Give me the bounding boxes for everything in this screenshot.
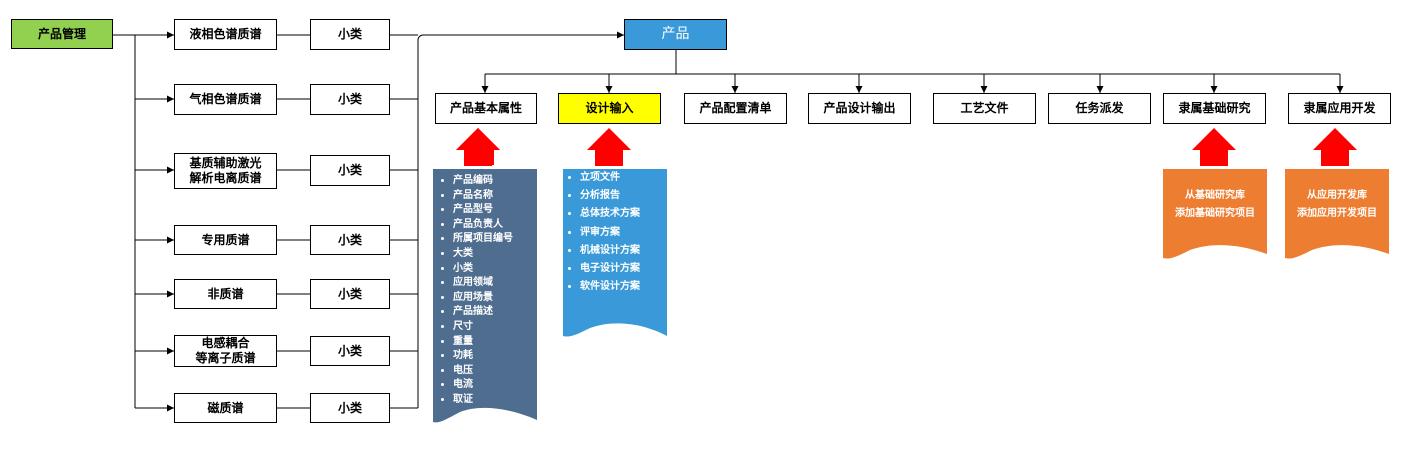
list-item: 产品编码 (453, 174, 513, 189)
app-dev-document-shape (1285, 169, 1389, 259)
list-item: 立项文件 (580, 169, 640, 187)
product-node[interactable]: 产品 (624, 19, 727, 50)
list-item: 机械设计方案 (580, 242, 640, 260)
category-magnetic-ms[interactable]: 磁质谱 (174, 393, 277, 423)
up-arrow-icon (587, 128, 631, 166)
module-design-output[interactable]: 产品设计输出 (808, 93, 911, 124)
list-item: 产品描述 (453, 305, 513, 320)
design-input-document-shape (563, 169, 667, 337)
list-item: 大类 (453, 247, 513, 262)
module-process-docs[interactable]: 工艺文件 (933, 93, 1036, 124)
list-item: 取证 (453, 393, 513, 408)
category-lc-ms[interactable]: 液相色谱质谱 (174, 19, 277, 50)
list-item: 产品名称 (453, 189, 513, 204)
list-item: 功耗 (453, 349, 513, 364)
category-icp-ms[interactable]: 电感耦合 等离子质谱 (174, 335, 277, 367)
list-item: 产品负责人 (453, 218, 513, 233)
design-input-list-panel: 立项文件分析报告总体技术方案评审方案机械设计方案电子设计方案软件设计方案 (563, 169, 667, 319)
basic-research-document-shape (1163, 169, 1267, 259)
list-item: 重量 (453, 335, 513, 350)
list-item: 产品型号 (453, 203, 513, 218)
list-item: 分析报告 (580, 187, 640, 205)
attributes-list-panel: 产品编码产品名称产品型号产品负责人所属项目编号大类小类应用领域应用场景产品描述尺… (433, 174, 537, 414)
subcategory-box[interactable]: 小类 (310, 225, 390, 255)
up-arrow-icon (1192, 128, 1236, 166)
category-gc-ms[interactable]: 气相色谱质谱 (174, 84, 277, 115)
subcategory-box[interactable]: 小类 (310, 393, 390, 423)
up-arrow-icon (456, 128, 500, 166)
subcategory-box[interactable]: 小类 (310, 155, 390, 186)
list-item: 电子设计方案 (580, 260, 640, 278)
module-basic-attributes[interactable]: 产品基本属性 (435, 93, 537, 124)
subcategory-box[interactable]: 小类 (310, 279, 390, 309)
list-item: 应用场景 (453, 291, 513, 306)
module-basic-research[interactable]: 隶属基础研究 (1163, 93, 1266, 124)
list-item: 所属项目编号 (453, 232, 513, 247)
module-design-input[interactable]: 设计输入 (558, 93, 661, 124)
up-arrow-icon (1313, 128, 1357, 166)
module-config-list[interactable]: 产品配置清单 (684, 93, 787, 124)
list-item: 应用领域 (453, 276, 513, 291)
module-task-dispatch[interactable]: 任务派发 (1048, 93, 1151, 124)
subcategory-box[interactable]: 小类 (310, 19, 390, 50)
list-item: 软件设计方案 (580, 278, 640, 296)
subcategory-box[interactable]: 小类 (310, 84, 390, 115)
category-non-ms[interactable]: 非质谱 (174, 279, 277, 309)
list-item: 总体技术方案 (580, 205, 640, 223)
list-item: 电压 (453, 364, 513, 379)
list-item: 尺寸 (453, 320, 513, 335)
app-dev-note: 从应用开发库 添加应用开发项目 (1297, 190, 1377, 219)
attributes-document-shape (433, 169, 537, 423)
basic-research-note: 从基础研究库 添加基础研究项目 (1175, 190, 1255, 219)
category-special-ms[interactable]: 专用质谱 (174, 225, 277, 255)
category-maldi[interactable]: 基质辅助激光 解析电离质谱 (174, 153, 277, 189)
list-item: 电流 (453, 378, 513, 393)
list-item: 评审方案 (580, 224, 640, 242)
subcategory-box[interactable]: 小类 (310, 336, 390, 366)
product-management-node[interactable]: 产品管理 (11, 19, 113, 49)
list-item: 小类 (453, 262, 513, 277)
module-app-dev[interactable]: 隶属应用开发 (1288, 93, 1391, 124)
